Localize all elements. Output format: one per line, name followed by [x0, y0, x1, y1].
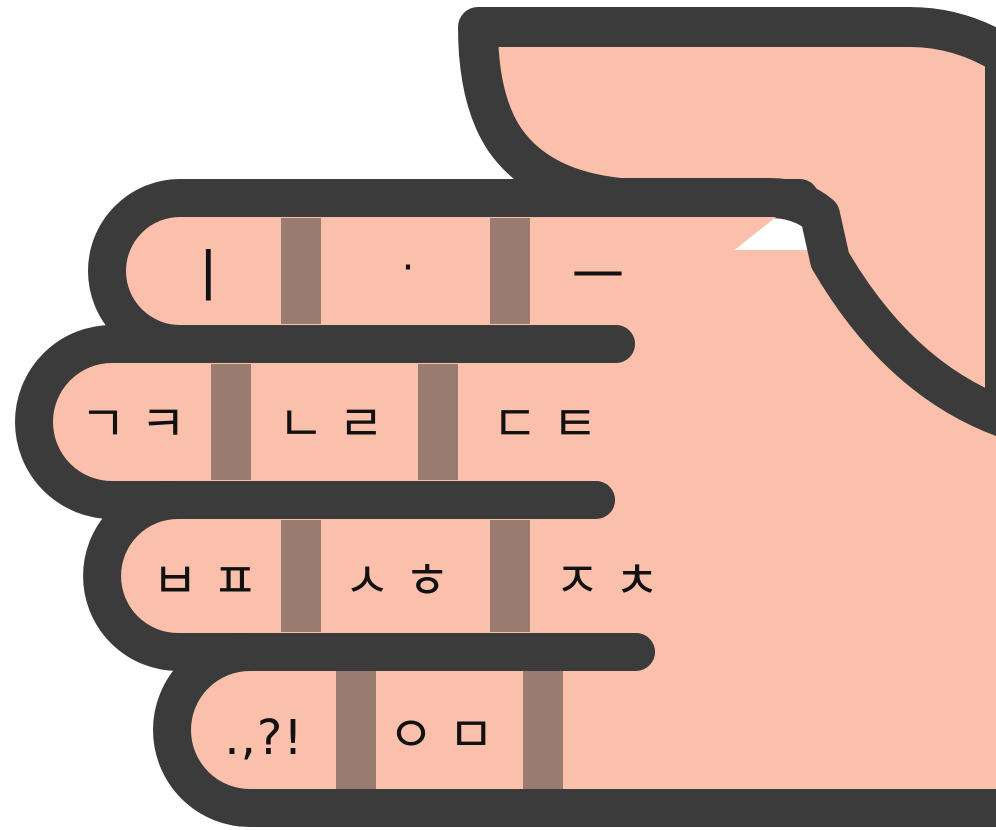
key-vowel-eu[interactable]: ㅡ [571, 242, 625, 310]
knuckle-divider [211, 364, 251, 480]
key-giyeok-kieuk[interactable]: ㄱㅋ [80, 395, 200, 453]
little-finger [153, 633, 996, 827]
knuckle-divider [490, 218, 530, 324]
key-punctuation[interactable]: .,?! [224, 710, 304, 766]
ring-finger [83, 481, 655, 671]
knuckle-divider [490, 520, 530, 632]
knuckle-divider [523, 671, 563, 789]
key-ieung-mieum[interactable]: ㅇㅁ [388, 706, 508, 764]
key-vowel-dot[interactable]: · [401, 245, 415, 291]
key-siot-hieut[interactable]: ㅅㅎ [344, 552, 464, 610]
knuckle-divider [281, 520, 321, 632]
knuckle-divider [336, 671, 376, 789]
middle-finger [15, 325, 635, 519]
knuckle-divider [418, 364, 458, 480]
key-nieun-rieul[interactable]: ㄴㄹ [278, 395, 398, 453]
key-vowel-i[interactable]: ㅣ [181, 242, 235, 310]
key-bieup-pieup[interactable]: ㅂㅍ [152, 552, 272, 610]
knuckle-divider [281, 218, 321, 324]
thumb-shape [458, 7, 996, 436]
key-digeut-tieut[interactable]: ㄷㅌ [492, 395, 612, 453]
key-jieut-chieut[interactable]: ㅈㅊ [554, 552, 674, 610]
